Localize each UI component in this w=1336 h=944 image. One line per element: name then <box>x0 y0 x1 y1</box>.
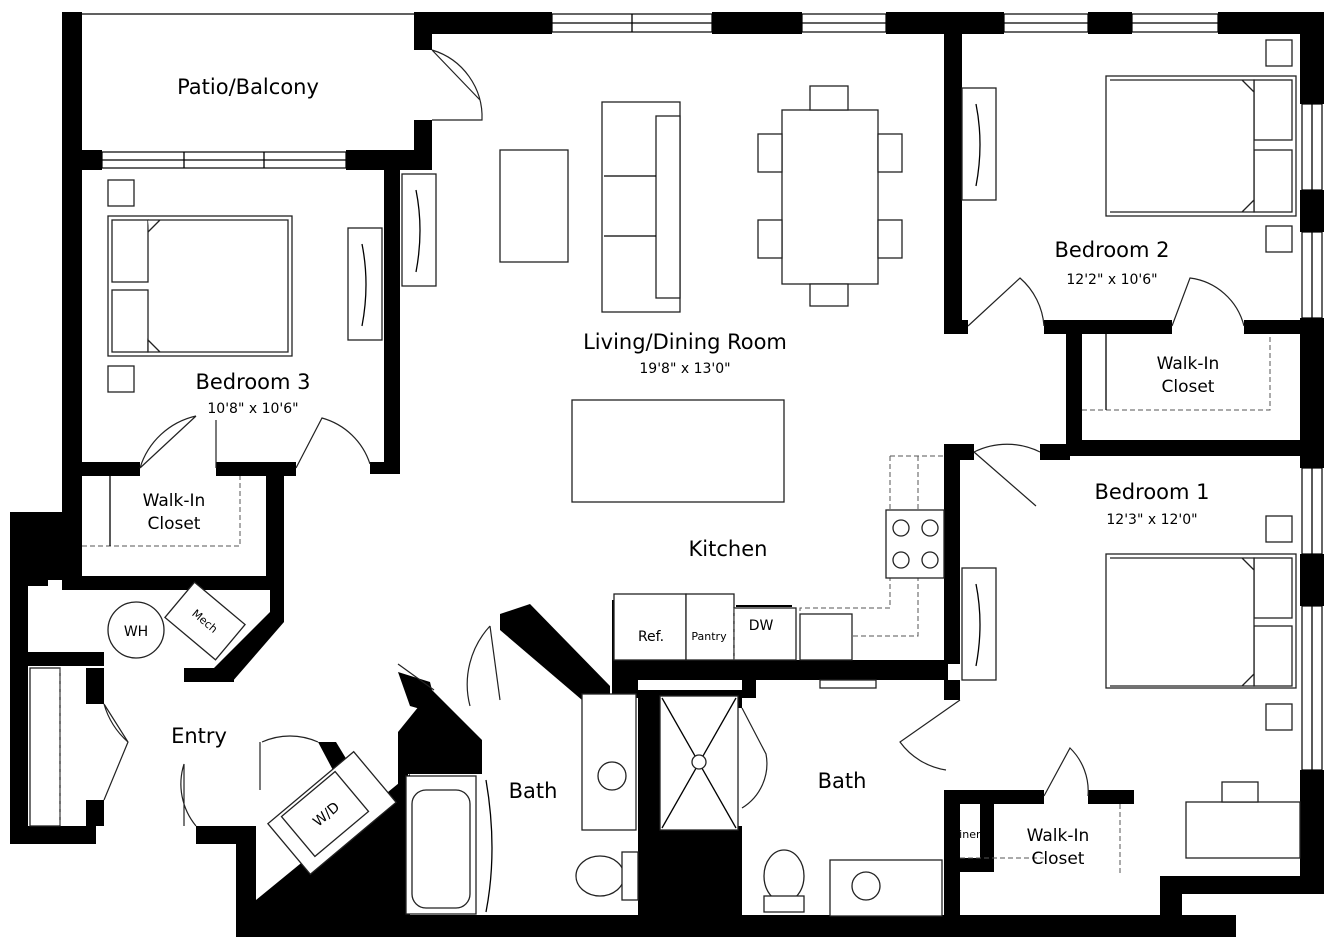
closet-b2-line2: Closet <box>1162 377 1215 397</box>
furniture <box>107 39 1301 917</box>
closet-b3-line2: Closet <box>148 514 201 534</box>
closet-b3-line1: Walk-In <box>143 491 206 511</box>
closet-b1-line1: Walk-In <box>1027 826 1090 846</box>
patio-label: Patio/Balcony <box>177 75 319 99</box>
closet-outlines <box>29 334 1271 876</box>
bedroom-1-size: 12'3" x 12'0" <box>1106 512 1197 528</box>
bath-right-label: Bath <box>818 769 867 793</box>
closet-b1-line2: Closet <box>1032 849 1085 869</box>
water-heater-label: WH <box>124 624 148 640</box>
doors <box>103 49 1245 827</box>
linen-label: Linen <box>953 828 983 841</box>
entry-label: Entry <box>171 724 227 748</box>
kitchen-label: Kitchen <box>689 537 768 561</box>
living-room-size: 19'8" x 13'0" <box>639 361 730 377</box>
dishwasher-label: DW <box>749 618 774 634</box>
refrigerator-label: Ref. <box>638 629 664 645</box>
bedroom-3-label: Bedroom 3 <box>195 370 310 394</box>
bedroom-2-label: Bedroom 2 <box>1054 238 1169 262</box>
bath-left-label: Bath <box>509 779 558 803</box>
bedroom-3-size: 10'8" x 10'6" <box>207 401 298 417</box>
bedroom-2-size: 12'2" x 10'6" <box>1066 272 1157 288</box>
walls <box>10 12 1324 937</box>
bedroom-1-label: Bedroom 1 <box>1094 480 1209 504</box>
closet-b2-line1: Walk-In <box>1157 354 1220 374</box>
labels: Patio/Balcony Living/Dining Room 19'8" x… <box>124 75 1220 869</box>
windows <box>82 13 1323 771</box>
pantry-label: Pantry <box>691 630 727 643</box>
living-room-label: Living/Dining Room <box>583 330 787 354</box>
